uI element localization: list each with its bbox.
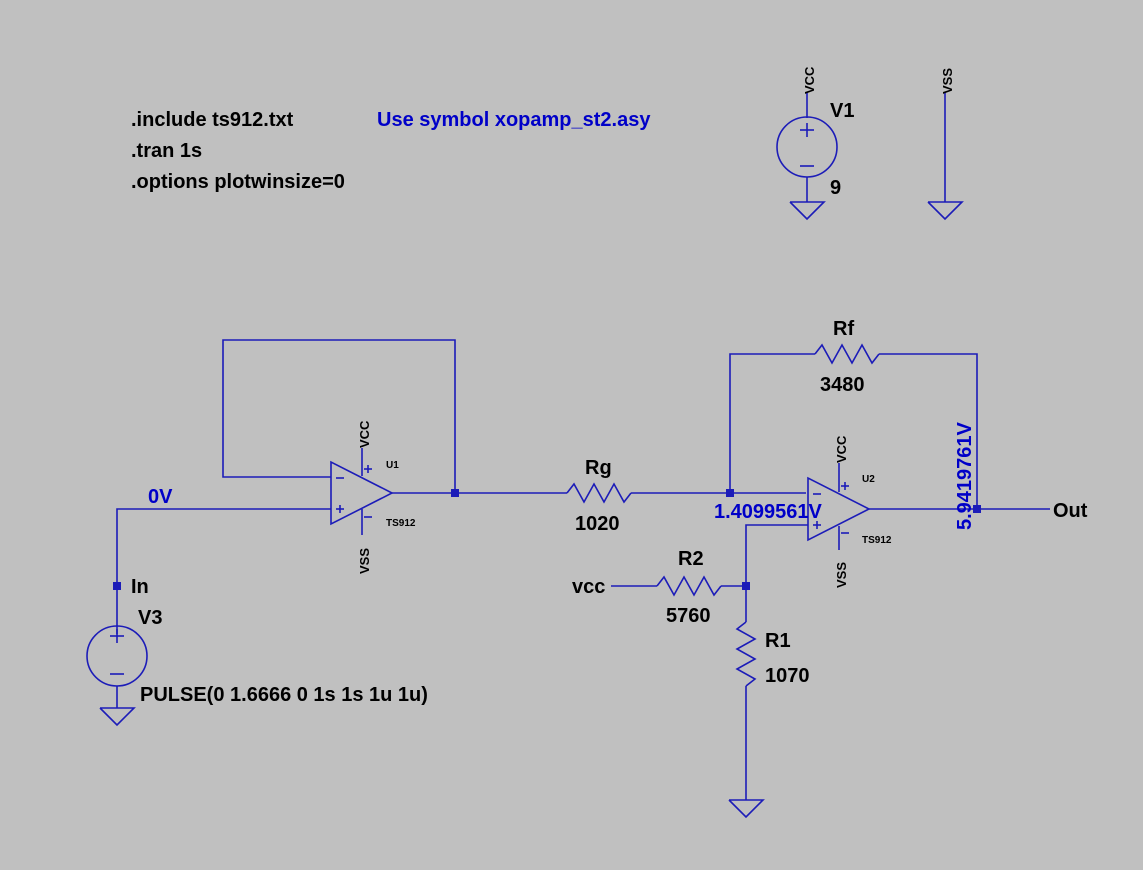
rg-name: Rg — [585, 457, 612, 479]
u2-vcc-label: VCC — [834, 435, 849, 463]
resistor-r2[interactable] — [656, 575, 722, 597]
probe-output-voltage: 5.9419761V — [954, 421, 976, 530]
voltage-source-v1[interactable] — [776, 92, 838, 221]
resistor-rf[interactable] — [814, 343, 880, 365]
out-net-label[interactable]: Out — [1053, 500, 1088, 522]
opamp-u1[interactable] — [330, 448, 394, 535]
comment-symbol[interactable]: Use symbol xopamp_st2.asy — [377, 109, 651, 131]
r2-vcc-net-label[interactable]: vcc — [572, 576, 605, 598]
wire-u2-noninv — [745, 524, 808, 586]
u1-vcc-label: VCC — [357, 420, 372, 448]
probe-u2-noninv-voltage: 1.4099561V — [714, 501, 823, 523]
v1-vcc-net-label: VCC — [802, 66, 817, 94]
directive-include[interactable]: .include ts912.txt — [131, 109, 294, 131]
rg-value[interactable]: 1020 — [575, 513, 620, 535]
voltage-source-v3[interactable] — [86, 625, 148, 727]
junction-output — [973, 505, 981, 513]
wire-in-to-u1 — [116, 508, 331, 634]
vss-net-flag[interactable] — [927, 92, 964, 221]
resistor-r1[interactable] — [735, 621, 757, 687]
directive-options[interactable]: .options plotwinsize=0 — [131, 171, 345, 193]
u2-name: U2 — [862, 474, 875, 485]
in-net-label[interactable]: In — [131, 576, 149, 598]
v1-name: V1 — [830, 100, 854, 122]
u1-name: U1 — [386, 460, 399, 471]
junction-u1-out — [451, 489, 459, 497]
directive-tran[interactable]: .tran 1s — [131, 140, 202, 162]
v3-name: V3 — [138, 607, 162, 629]
vss-net-label: VSS — [940, 68, 955, 94]
wire-rf-left — [729, 353, 815, 493]
u1-model: TS912 — [386, 518, 416, 529]
resistor-rg[interactable] — [566, 482, 632, 504]
rf-name: Rf — [833, 318, 854, 340]
r1-value[interactable]: 1070 — [765, 665, 810, 687]
u1-vss-label: VSS — [357, 548, 372, 574]
r1-name: R1 — [765, 630, 791, 652]
opamp-u2[interactable] — [807, 463, 871, 550]
v3-value[interactable]: PULSE(0 1.6666 0 1s 1s 1u 1u) — [140, 684, 428, 706]
rf-value[interactable]: 3480 — [820, 374, 865, 396]
v1-value[interactable]: 9 — [830, 177, 841, 199]
wire-rf-right — [879, 353, 978, 509]
wire-u1-feedback — [222, 339, 456, 493]
ground-symbol-r1[interactable] — [728, 799, 765, 819]
in-net-flag — [113, 582, 121, 590]
r2-name: R2 — [678, 548, 704, 570]
u2-model: TS912 — [862, 535, 892, 546]
u2-vss-label: VSS — [834, 562, 849, 588]
r2-value[interactable]: 5760 — [666, 605, 711, 627]
probe-in-voltage: 0V — [148, 486, 173, 508]
